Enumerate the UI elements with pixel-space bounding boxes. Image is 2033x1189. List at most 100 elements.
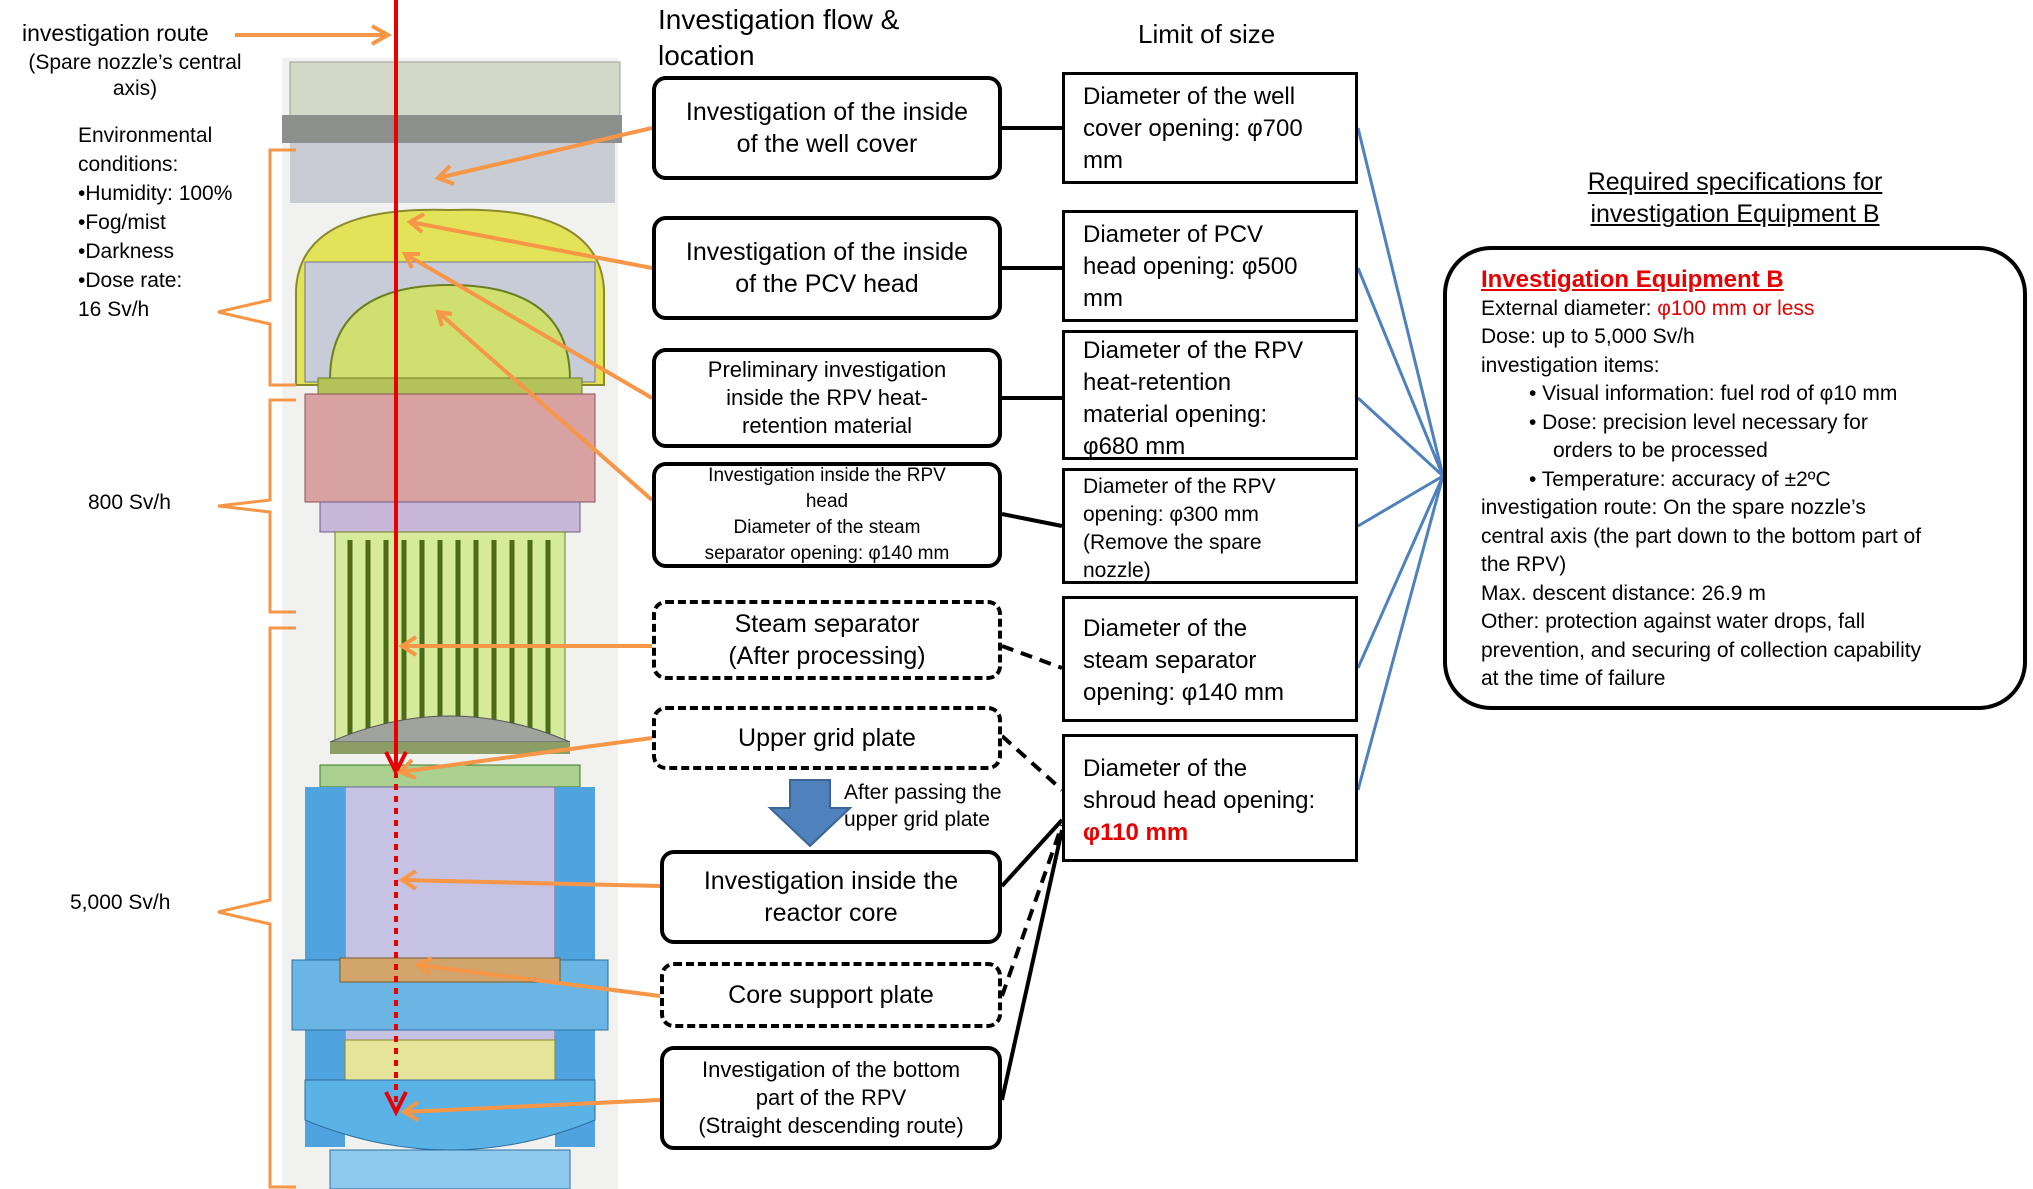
environmental-conditions: Environmental conditions: •Humidity: 100…: [78, 121, 232, 324]
limit-text: Diameter of the RPV: [1083, 475, 1276, 498]
flow-text: reactor core: [764, 899, 898, 927]
flow-limit-connectors: [1000, 126, 1064, 1101]
env-line: Environmental: [78, 124, 213, 147]
flow-text: separator opening: φ140 mm: [704, 543, 950, 564]
limit-box-shroud-head: Diameter of the shroud head opening: φ11…: [1062, 734, 1358, 862]
limit-text: heat-retention: [1083, 369, 1232, 396]
flow-box-well-cover: Investigation of the inside of the well c…: [652, 76, 1002, 180]
flow-box-heat-retention: Preliminary investigation inside the RPV …: [652, 348, 1002, 448]
spec-item: • Dose: precision level necessary for: [1529, 410, 1868, 434]
spec-external-diameter: External diameter: φ100 mm or less: [1481, 295, 1989, 324]
limit-box-pcv-head: Diameter of PCV head opening: φ500 mm: [1062, 210, 1358, 322]
limit-text: mm: [1083, 147, 1123, 174]
flow-text: Steam separator: [734, 610, 920, 638]
spec-item: orders to be processed: [1553, 439, 1768, 462]
limit-box-rpv-opening: Diameter of the RPV opening: φ300 mm (Re…: [1062, 468, 1358, 584]
limit-text: shroud head opening:: [1083, 787, 1316, 814]
spec-other: Other: protection against water drops, f…: [1481, 610, 1866, 633]
arrow-note-line: upper grid plate: [844, 808, 990, 831]
spec-ext-diam-label: External diameter:: [1481, 296, 1658, 320]
flow-box-steam-separator: Steam separator (After processing): [652, 600, 1002, 680]
flow-text: Preliminary investigation: [707, 357, 947, 382]
route-label-sub: (Spare nozzle’s central axis): [10, 50, 260, 102]
flow-text: Core support plate: [728, 981, 934, 1009]
flow-box-rpv-bottom: Investigation of the bottom part of the R…: [660, 1046, 1002, 1150]
limit-text: Diameter of PCV: [1083, 221, 1264, 248]
limit-text: Diameter of the: [1083, 615, 1248, 642]
flow-text: (After processing): [728, 642, 926, 670]
limit-text: (Remove the spare: [1083, 531, 1262, 554]
limit-text: opening: φ300 mm: [1083, 503, 1259, 526]
env-line: •Humidity: 100%: [78, 182, 233, 205]
flow-text: Diameter of the steam: [733, 517, 921, 538]
spec-item: • Visual information: fuel rod of φ10 mm: [1529, 382, 1898, 405]
spec-route: central axis (the part down to the botto…: [1481, 524, 1922, 548]
limit-text: nozzle): [1083, 559, 1151, 582]
spec-box: Investigation Equipment B External diame…: [1443, 246, 2027, 710]
flow-text: head: [805, 491, 849, 512]
limit-spec-connectors: [1356, 127, 1445, 791]
flow-box-reactor-core: Investigation inside the reactor core: [660, 850, 1002, 944]
spec-heading-line: Required specifications for: [1587, 168, 1883, 196]
limit-text: Diameter of the: [1083, 755, 1248, 782]
env-line: conditions:: [78, 153, 179, 176]
spec-item: • Temperature: accuracy of ±2ºC: [1529, 467, 1831, 491]
flow-text: Investigation inside the RPV: [708, 465, 946, 486]
spec-heading-line: investigation Equipment B: [1590, 200, 1880, 228]
env-line: •Fog/mist: [78, 211, 166, 234]
flow-text: Investigation of the bottom: [701, 1057, 961, 1082]
flow-box-core-support-plate: Core support plate: [660, 962, 1002, 1028]
spec-title: Investigation Equipment B: [1481, 266, 1784, 293]
flow-text: of the PCV head: [735, 270, 919, 298]
spec-route: investigation route: On the spare nozzle…: [1481, 496, 1866, 519]
flow-down-arrow: [767, 779, 853, 848]
limit-text: opening: φ140 mm: [1083, 679, 1285, 706]
flow-text: (Straight descending route): [698, 1113, 964, 1138]
route-label-line: (Spare nozzle’s central: [28, 51, 242, 74]
limit-text: φ680 mm: [1083, 433, 1186, 460]
flow-box-upper-grid-plate: Upper grid plate: [652, 706, 1002, 770]
limit-text: cover opening: φ700: [1083, 115, 1303, 142]
env-line: •Darkness: [78, 240, 175, 263]
limit-box-well-cover: Diameter of the well cover opening: φ700…: [1062, 72, 1358, 184]
env-line: 16 Sv/h: [78, 298, 150, 321]
dose-800-label: 800 Sv/h: [88, 491, 171, 514]
spec-dose: Dose: up to 5,000 Sv/h: [1481, 325, 1695, 348]
limit-box-heat-retention: Diameter of the RPV heat-retention mater…: [1062, 330, 1358, 460]
flow-text: part of the RPV: [755, 1085, 907, 1110]
flow-heading-line: Investigation flow &: [658, 4, 900, 35]
location-pointers: [235, 24, 661, 1122]
limit-highlight: φ110 mm: [1083, 819, 1189, 846]
reactor-illustration: [282, 58, 622, 1189]
arrow-note-line: After passing the: [844, 781, 1002, 804]
limit-text: Diameter of the RPV: [1083, 337, 1304, 364]
spec-ext-diam-value: φ100 mm or less: [1657, 296, 1815, 320]
dose-5000-label: 5,000 Sv/h: [70, 891, 171, 914]
limit-text: mm: [1083, 285, 1123, 312]
limit-text: head opening: φ500: [1083, 253, 1298, 280]
route-label-line: axis): [112, 77, 158, 100]
limit-heading: Limit of size: [1138, 19, 1276, 49]
route-label-line: investigation route: [22, 20, 209, 46]
investigation-route-arrow: [384, 0, 408, 1117]
flow-heading: Investigation flow & location: [658, 2, 899, 74]
flow-text: Investigation of the inside: [685, 98, 969, 126]
spec-other: at the time of failure: [1481, 667, 1666, 690]
spec-descent: Max. descent distance: 26.9 m: [1481, 581, 1766, 605]
limit-text: material opening:: [1083, 401, 1268, 428]
flow-text: Investigation inside the: [703, 867, 959, 895]
flow-text: retention material: [742, 413, 912, 438]
flow-heading-line: location: [658, 40, 755, 71]
limit-text: Diameter of the well: [1083, 83, 1296, 110]
flow-text: of the well cover: [736, 130, 918, 158]
spec-heading: Required specifications for investigatio…: [1443, 166, 2027, 230]
spec-route: the RPV): [1481, 553, 1567, 576]
env-line: •Dose rate:: [78, 269, 183, 292]
limit-text: steam separator: [1083, 647, 1257, 674]
dose-zone-braces: [217, 148, 296, 1189]
flow-text: Upper grid plate: [738, 724, 916, 752]
flow-text: inside the RPV heat-: [726, 385, 928, 410]
limit-box-steam-separator: Diameter of the steam separator opening:…: [1062, 596, 1358, 722]
